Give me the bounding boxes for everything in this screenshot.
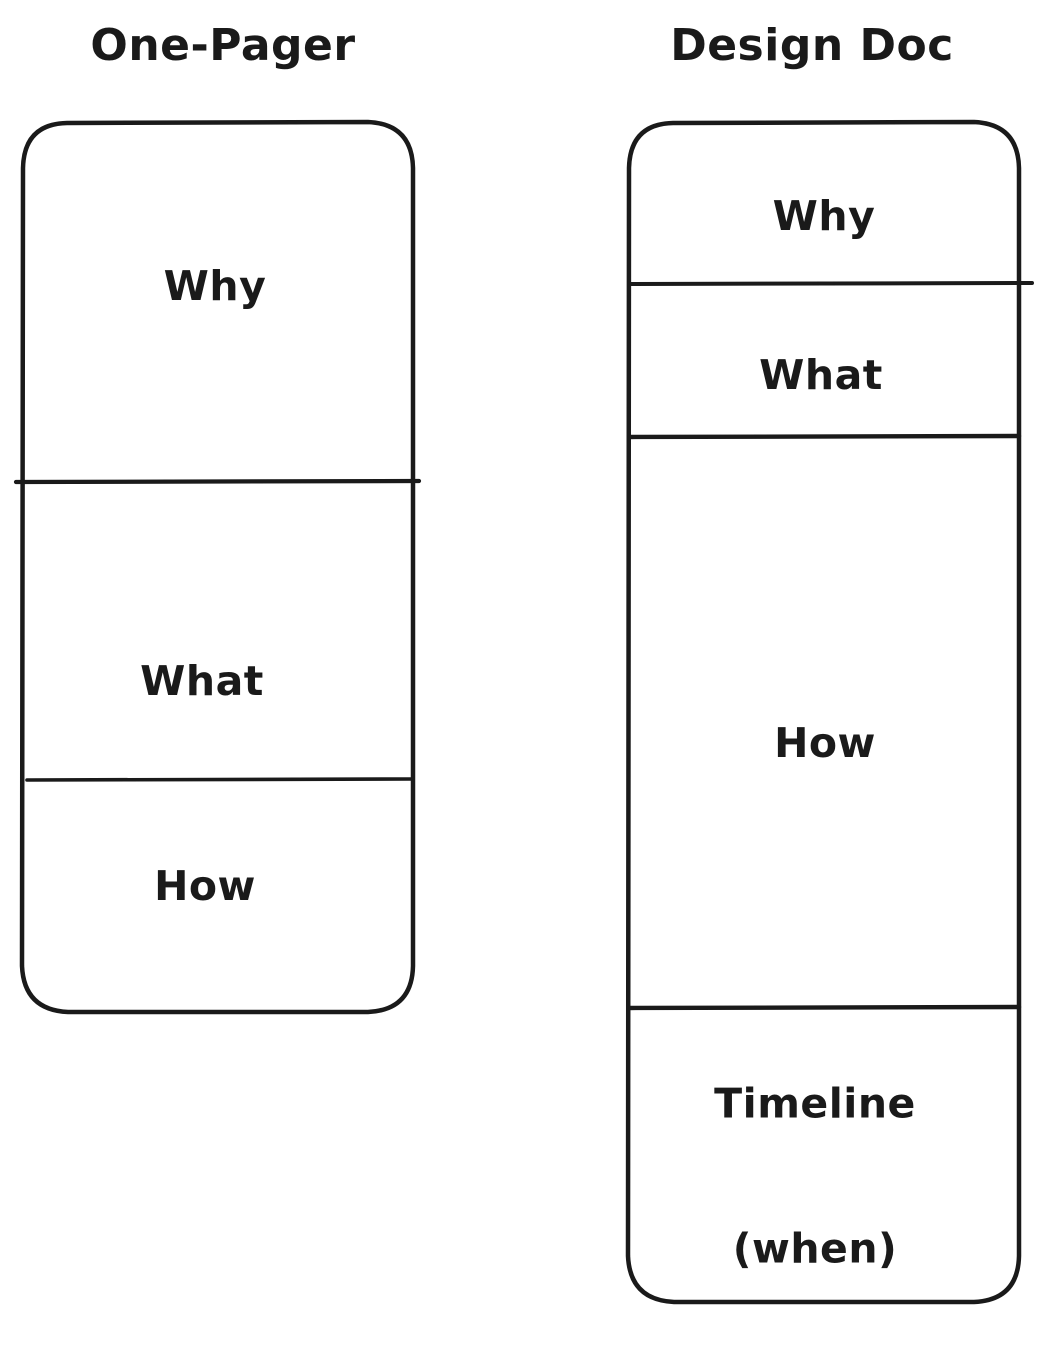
design-doc-section-timeline-line1: Timeline [714, 1079, 916, 1128]
one-pager-section-how-label: How [154, 861, 256, 910]
column-title-one-pager: One-Pager [90, 20, 356, 72]
design-doc-section-what-label: What [759, 350, 883, 399]
design-doc-divider-how-timeline [626, 1004, 1022, 1011]
one-pager-card[interactable] [13, 119, 422, 1015]
one-pager-card-outline [19, 119, 416, 1015]
design-doc-divider-what-how [626, 433, 1022, 440]
column-title-design-doc: Design Doc [670, 20, 954, 72]
design-doc-divider-why-what [627, 281, 1034, 286]
design-doc-card[interactable] [625, 119, 1034, 1305]
diagram-strokes [13, 119, 1034, 1305]
diagram-canvas: One-Pager Design Doc Why What How Why Wh… [13, 20, 1034, 1305]
one-pager-divider-why-what [13, 478, 422, 485]
one-pager-divider-what-how [25, 777, 413, 782]
design-doc-section-timeline-label: Timeline (when) [714, 983, 916, 1370]
design-doc-section-why-label: Why [772, 191, 876, 240]
design-doc-section-timeline-line2: (when) [732, 1224, 898, 1273]
one-pager-section-why-label: Why [163, 261, 267, 310]
design-doc-section-how-label: How [774, 718, 876, 767]
one-pager-section-what-label: What [140, 656, 264, 705]
